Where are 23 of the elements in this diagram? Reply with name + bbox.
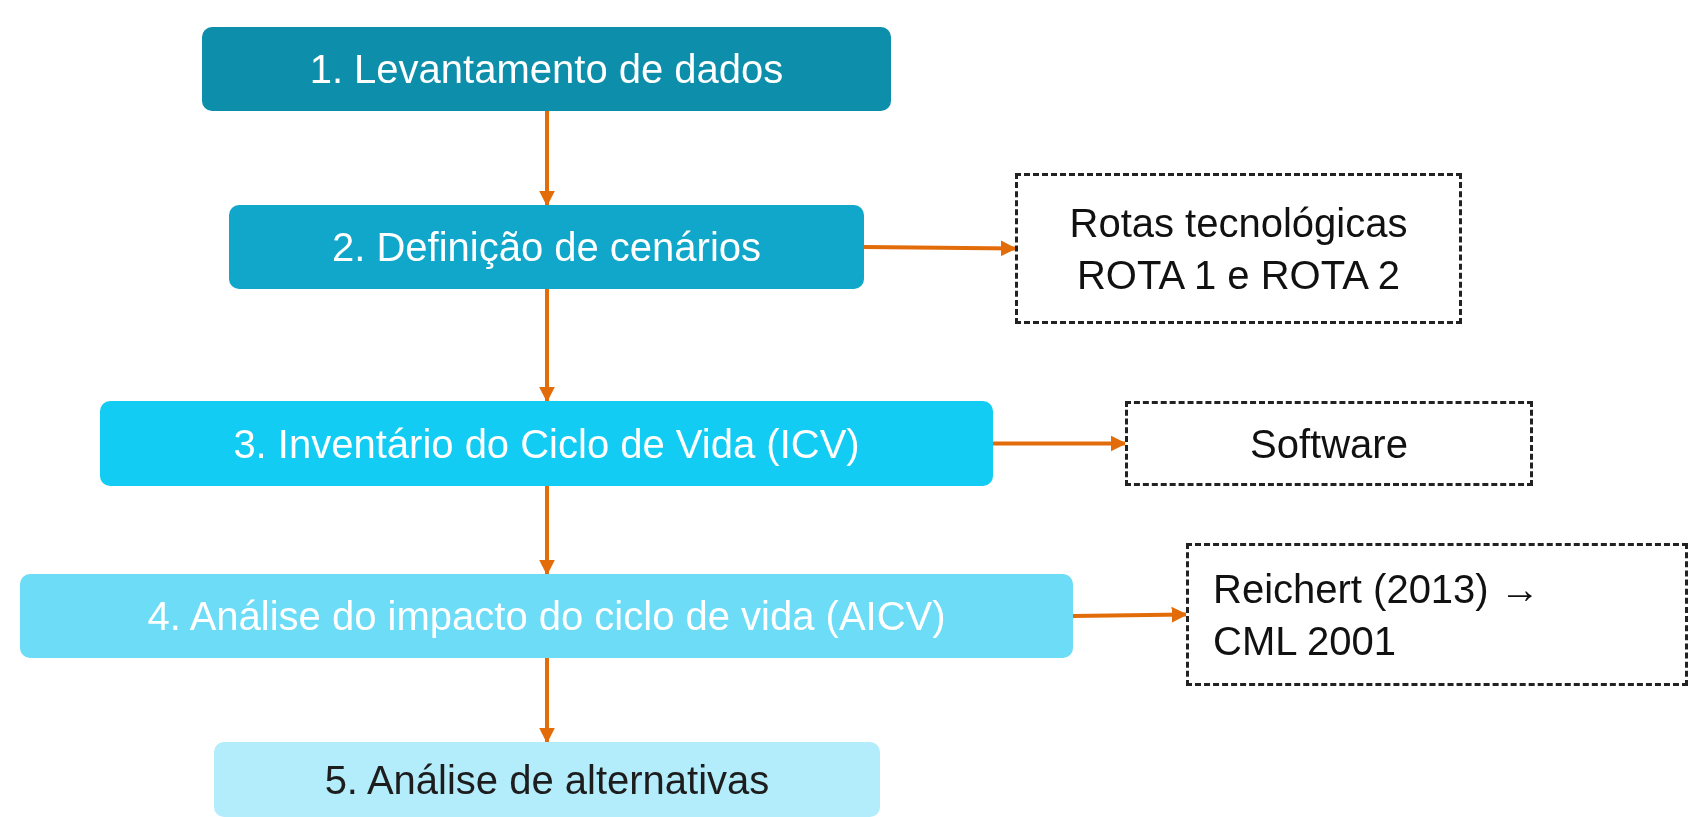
process-box bbox=[20, 574, 1073, 658]
box-label: Rotas tecnológicas ROTA 1 e ROTA 2 bbox=[1068, 199, 1409, 299]
process-box bbox=[202, 27, 891, 111]
box-label: Software bbox=[1250, 420, 1408, 468]
arrow bbox=[1072, 606, 1188, 623]
process-box bbox=[229, 205, 864, 289]
box-label: 1. Levantamento de dados bbox=[309, 46, 784, 93]
box-label: 3. Inventário do Ciclo de Vida (ICV) bbox=[233, 420, 860, 468]
dashed-note-box bbox=[1015, 173, 1462, 324]
arrow bbox=[539, 111, 555, 207]
box-label: 4. Análise do impacto do ciclo de vida (AICV) bbox=[147, 593, 946, 640]
process-box bbox=[100, 401, 993, 486]
arrow bbox=[539, 289, 555, 403]
arrow bbox=[863, 240, 1017, 257]
box-label: Reichert (2013) → CML 2001 bbox=[1213, 565, 1541, 665]
dashed-note-box bbox=[1186, 543, 1688, 686]
box-label: 2. Definição de cenários bbox=[331, 224, 762, 271]
arrow bbox=[539, 658, 555, 744]
arrow bbox=[993, 435, 1127, 452]
arrow bbox=[539, 486, 555, 576]
dashed-note-box bbox=[1125, 401, 1533, 486]
process-box bbox=[214, 742, 880, 817]
box-label: 5. Análise de alternativas bbox=[324, 756, 770, 804]
